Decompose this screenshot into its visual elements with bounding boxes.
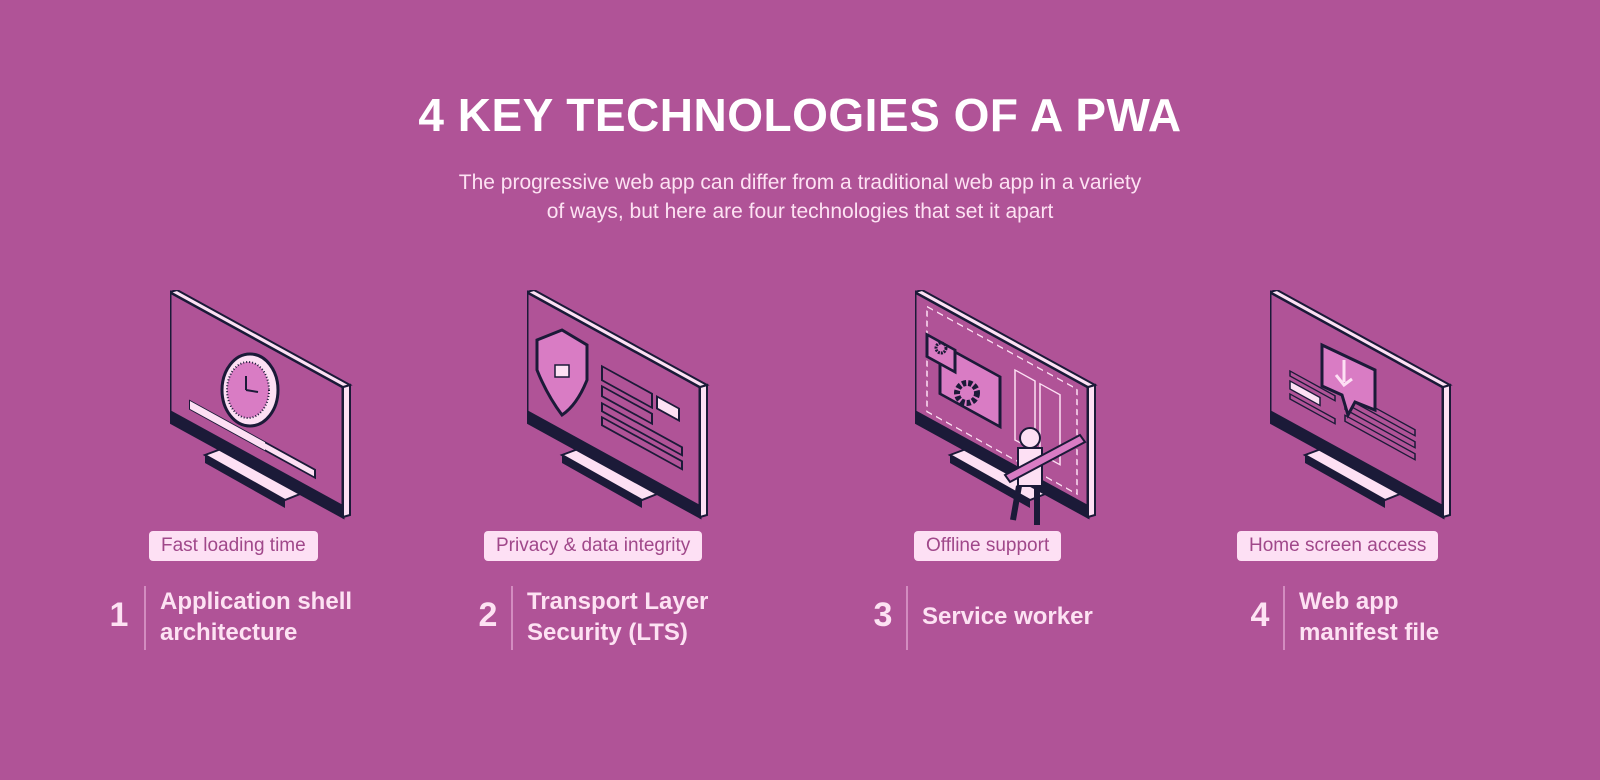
technology-name-line: Transport Layer (527, 588, 709, 615)
divider (511, 586, 513, 650)
subtitle-line: The progressive web app can differ from … (458, 171, 1142, 194)
technology-number: 2 (478, 596, 498, 634)
technology-card-2: Privacy & data integrity 2 Transport Lay… (0, 0, 709, 780)
divider (906, 586, 908, 650)
technology-name: Application shell architecture (160, 586, 352, 648)
technology-name: Transport Layer Security (LTS) (527, 586, 708, 648)
page-title: 4 KEY TECHNOLOGIES OF A PWA (418, 89, 1182, 141)
technology-name-line: architecture (160, 619, 298, 646)
feature-badge: Offline support (914, 531, 1062, 561)
technology-name: Service worker (922, 601, 1093, 632)
feature-badge: Fast loading time (149, 531, 318, 561)
technology-number: 1 (109, 596, 129, 634)
technology-name: Web app manifest file (1299, 586, 1439, 648)
subtitle-line: of ways, but here are four technologies … (546, 200, 1054, 223)
gear-monitor-icon (915, 290, 1097, 525)
technology-number: 3 (873, 596, 893, 634)
divider (1283, 586, 1285, 650)
divider (144, 586, 146, 650)
feature-badge: Privacy & data integrity (484, 531, 703, 561)
page-subtitle: The progressive web app can differ from … (350, 168, 1250, 226)
technology-name-line: manifest file (1299, 619, 1440, 646)
download-monitor-icon (1270, 290, 1452, 519)
technology-name-line: Service worker (922, 603, 1093, 630)
technology-card-1: Fast loading time 1 Application shell ar… (0, 0, 380, 780)
shield-monitor-icon (527, 290, 709, 519)
feature-badge: Home screen access (1237, 531, 1439, 561)
technology-name-line: Web app (1299, 588, 1399, 615)
technology-card-4: Home screen access 4 Web app manifest fi… (0, 0, 1452, 780)
technology-name-line: Security (LTS) (527, 619, 688, 646)
clock-monitor-icon (170, 290, 352, 519)
technology-number: 4 (1250, 596, 1270, 634)
technology-card-3: Offline support 3 Service worker (0, 0, 1097, 780)
technology-name-line: Application shell (160, 588, 353, 615)
